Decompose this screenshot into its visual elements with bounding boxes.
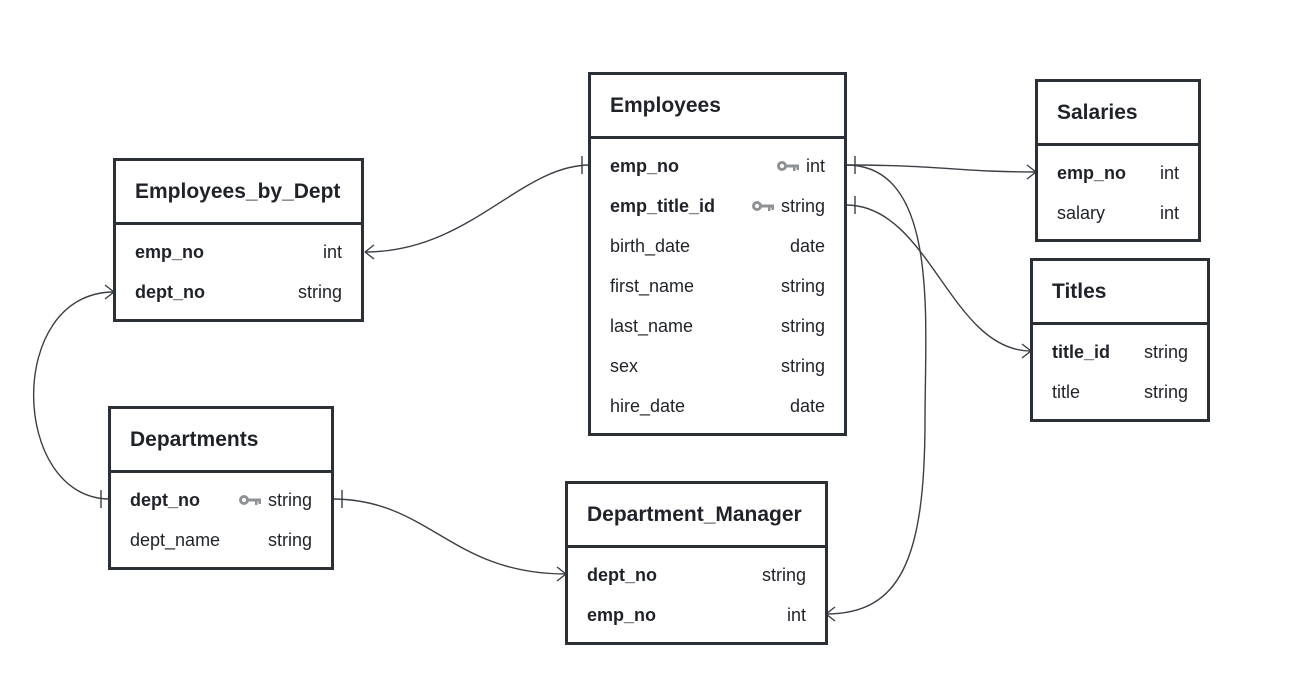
entity-fields: emp_no int dept_no string bbox=[116, 225, 361, 312]
field-row[interactable]: title_id string bbox=[1033, 332, 1207, 372]
field-row[interactable]: emp_no int bbox=[568, 595, 825, 635]
field-type: date bbox=[789, 235, 825, 256]
field-name: dept_name bbox=[130, 529, 221, 550]
entity-fields: dept_no string emp_no int bbox=[568, 548, 825, 635]
many-marker bbox=[1026, 164, 1037, 180]
rel-employees-to-titles bbox=[845, 204, 1032, 352]
field-name: last_name bbox=[610, 315, 694, 336]
field-name: sex bbox=[610, 355, 639, 376]
field-name: emp_no bbox=[135, 241, 205, 262]
field-row[interactable]: dept_name string bbox=[111, 520, 331, 560]
entity-title: Employees bbox=[591, 75, 844, 139]
entity-title: Titles bbox=[1033, 261, 1207, 325]
field-name: emp_no bbox=[1057, 162, 1127, 183]
many-marker bbox=[364, 244, 375, 260]
field-row[interactable]: hire_date date bbox=[591, 386, 844, 426]
key-icon bbox=[238, 494, 262, 506]
field-row[interactable]: emp_no int bbox=[1038, 153, 1198, 193]
field-name: hire_date bbox=[610, 395, 686, 416]
field-name: emp_title_id bbox=[610, 195, 716, 216]
field-row[interactable]: sex string bbox=[591, 346, 844, 386]
field-row[interactable]: dept_no string bbox=[568, 555, 825, 595]
rel-departments-to-department-manager bbox=[331, 498, 567, 575]
entity-titles[interactable]: Titles title_id string title string bbox=[1030, 258, 1210, 422]
field-name: dept_no bbox=[130, 489, 200, 510]
field-type: string bbox=[297, 281, 342, 302]
field-row[interactable]: emp_no int bbox=[591, 146, 844, 186]
field-type: string bbox=[780, 275, 825, 296]
key-icon bbox=[776, 160, 800, 172]
rel-employees-to-department-manager bbox=[825, 164, 927, 615]
field-type: int bbox=[1159, 162, 1179, 183]
field-type: string bbox=[780, 195, 825, 216]
entity-title: Employees_by_Dept bbox=[116, 161, 361, 225]
many-marker bbox=[104, 284, 115, 300]
field-row[interactable]: birth_date date bbox=[591, 226, 844, 266]
entity-fields: emp_no int emp_title_id string birth_dat… bbox=[591, 139, 844, 426]
field-type: int bbox=[805, 155, 825, 176]
field-row[interactable]: first_name string bbox=[591, 266, 844, 306]
field-type: string bbox=[780, 315, 825, 336]
entity-title: Departments bbox=[111, 409, 331, 473]
rel-employees-to-employees-by-dept bbox=[364, 164, 591, 253]
field-type: date bbox=[789, 395, 825, 416]
field-name: birth_date bbox=[610, 235, 691, 256]
entity-fields: emp_no int salary int bbox=[1038, 146, 1198, 233]
field-type: string bbox=[780, 355, 825, 376]
rel-departments-to-employees-by-dept bbox=[33, 291, 115, 500]
many-marker bbox=[1021, 343, 1032, 359]
entity-employees-by-dept[interactable]: Employees_by_Dept emp_no int dept_no str… bbox=[113, 158, 364, 322]
field-type: int bbox=[786, 604, 806, 625]
field-type: int bbox=[322, 241, 342, 262]
key-icon bbox=[751, 200, 775, 212]
field-name: salary bbox=[1057, 202, 1106, 223]
field-row[interactable]: title string bbox=[1033, 372, 1207, 412]
field-name: title_id bbox=[1052, 341, 1111, 362]
field-row[interactable]: dept_no string bbox=[116, 272, 361, 312]
field-row[interactable]: emp_no int bbox=[116, 232, 361, 272]
field-type: string bbox=[761, 564, 806, 585]
field-row[interactable]: dept_no string bbox=[111, 480, 331, 520]
entity-department-manager[interactable]: Department_Manager dept_no string emp_no… bbox=[565, 481, 828, 645]
entity-fields: dept_no string dept_name string bbox=[111, 473, 331, 560]
field-name: emp_no bbox=[610, 155, 680, 176]
entity-employees[interactable]: Employees emp_no int emp_title_id string… bbox=[588, 72, 847, 436]
field-name: first_name bbox=[610, 275, 695, 296]
field-type: int bbox=[1159, 202, 1179, 223]
field-row[interactable]: last_name string bbox=[591, 306, 844, 346]
entity-title: Department_Manager bbox=[568, 484, 825, 548]
entity-departments[interactable]: Departments dept_no string dept_name str… bbox=[108, 406, 334, 570]
field-name: title bbox=[1052, 381, 1081, 402]
field-name: dept_no bbox=[587, 564, 657, 585]
field-row[interactable]: emp_title_id string bbox=[591, 186, 844, 226]
many-marker bbox=[556, 566, 567, 582]
field-type: string bbox=[1143, 341, 1188, 362]
entity-fields: title_id string title string bbox=[1033, 325, 1207, 412]
field-name: emp_no bbox=[587, 604, 657, 625]
field-type: string bbox=[1143, 381, 1188, 402]
field-type: string bbox=[267, 489, 312, 510]
field-name: dept_no bbox=[135, 281, 205, 302]
field-type: string bbox=[267, 529, 312, 550]
entity-title: Salaries bbox=[1038, 82, 1198, 146]
entity-salaries[interactable]: Salaries emp_no int salary int bbox=[1035, 79, 1201, 242]
rel-employees-to-salaries bbox=[845, 164, 1037, 173]
field-row[interactable]: salary int bbox=[1038, 193, 1198, 233]
